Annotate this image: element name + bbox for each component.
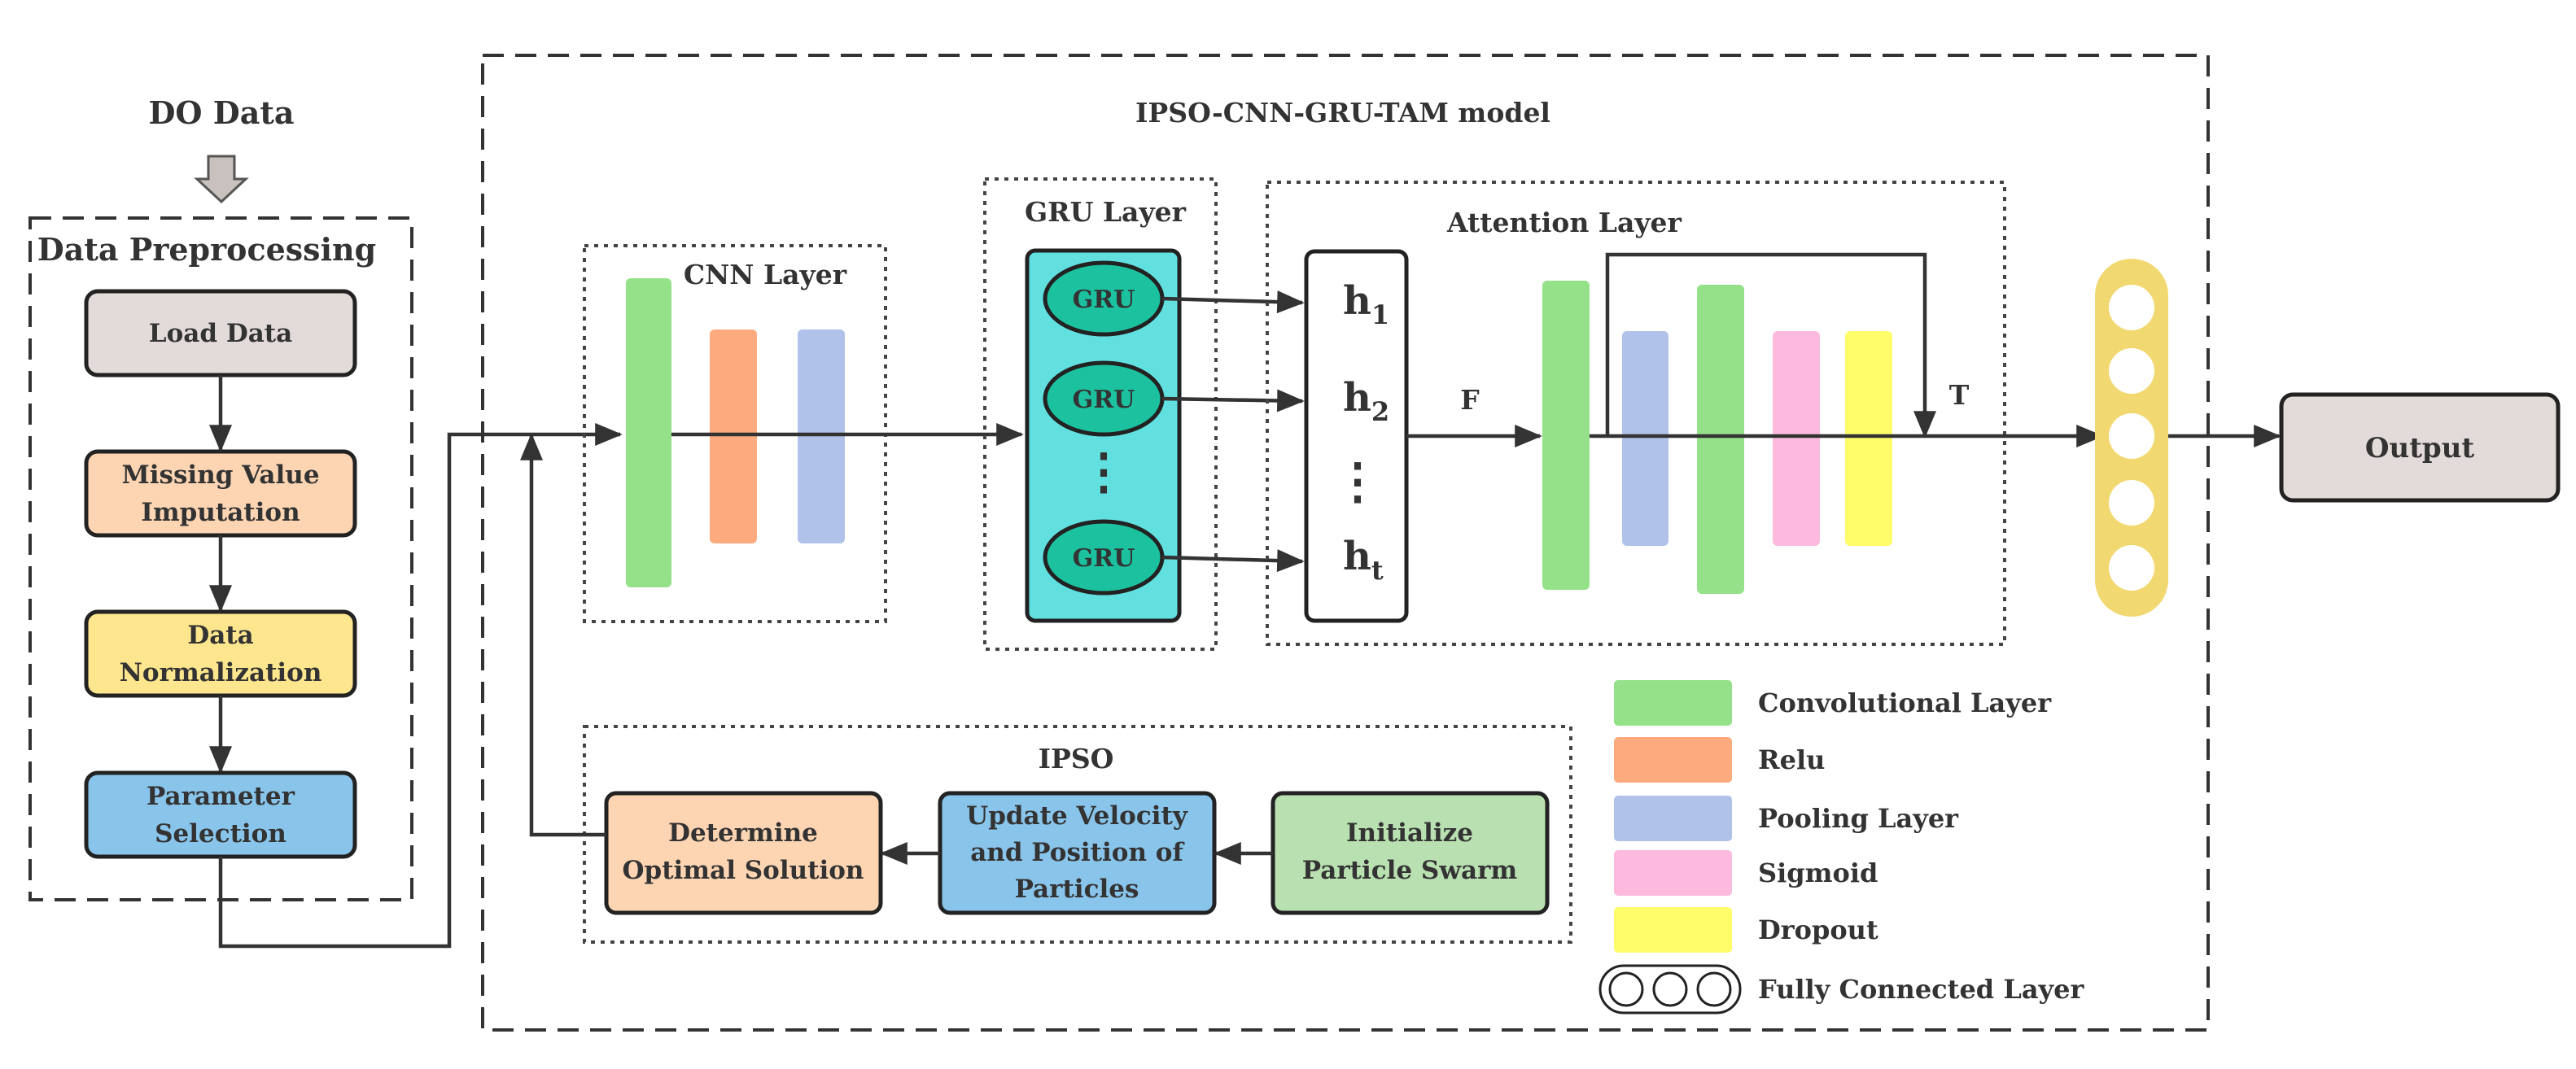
attn-pool-bar xyxy=(1622,331,1668,546)
attention-frame xyxy=(1266,181,2006,646)
preprocess-step-load: Load Data xyxy=(84,289,357,377)
legend: Convolutional Layer Relu Pooling Layer S… xyxy=(1599,680,2085,1014)
legend-item-dropout: Dropout xyxy=(1614,907,1878,953)
attention-title: Attention Layer xyxy=(1446,207,1682,238)
ipso-title: IPSO xyxy=(1039,743,1114,774)
attn-skip-connection xyxy=(1605,252,1936,439)
model-title: IPSO-CNN-GRU-TAM model xyxy=(1135,97,1550,129)
legend-item-sigmoid: Sigmoid xyxy=(1614,850,1878,896)
gru-ellipsis: ⋮ xyxy=(1079,443,1128,500)
h-symbol: h xyxy=(1343,534,1371,579)
input-label: DO Data xyxy=(148,94,294,131)
ipso-step-initialize: Initialize Particle Swarm xyxy=(1271,791,1550,915)
legend-label: Relu xyxy=(1758,744,1825,775)
cnn-title: CNN Layer xyxy=(684,259,847,290)
output-label: Output xyxy=(2365,432,2475,465)
fc-node xyxy=(2109,480,2154,526)
legend-label: Fully Connected Layer xyxy=(1758,974,2085,1005)
output-box xyxy=(2279,392,2561,503)
legend-swatch xyxy=(1614,737,1732,783)
hidden-state-h2: h2 xyxy=(1343,375,1389,427)
preprocessing-title: Data Preprocessing xyxy=(37,231,376,268)
h-subscript: t xyxy=(1371,555,1384,586)
legend-fc-node xyxy=(1696,971,1732,1007)
attn-dropout-bar xyxy=(1845,331,1892,546)
hidden-state-ellipsis: ⋮ xyxy=(1333,453,1382,510)
preprocess-label: Imputation xyxy=(141,498,300,527)
gru-to-h-arrow xyxy=(1161,549,1305,573)
attn-conv-bar-1 xyxy=(1542,281,1590,590)
preprocess-label: Load Data xyxy=(149,319,292,348)
attn-sigmoid-bar xyxy=(1773,331,1820,546)
preprocess-label: Normalization xyxy=(120,658,322,687)
preprocess-to-model-line xyxy=(218,423,623,949)
hidden-state-h1: h1 xyxy=(1343,278,1389,330)
fc-node xyxy=(2109,285,2154,330)
preprocess-step-selection: Parameter Selection xyxy=(84,770,357,859)
gru-cell-label: GRU xyxy=(1073,544,1135,573)
legend-fc-node xyxy=(1608,971,1644,1007)
attn-conv-bar-2 xyxy=(1697,285,1744,594)
gru-to-h-arrow xyxy=(1161,389,1305,412)
ipso-label: Optimal Solution xyxy=(623,856,864,885)
t-label: T xyxy=(1949,379,1970,411)
h-subscript: 1 xyxy=(1371,299,1389,330)
preprocess-label: Data xyxy=(187,621,253,650)
cnn-relu-bar xyxy=(710,329,757,543)
gru-unit: GRU xyxy=(1043,519,1165,596)
gru-to-h-arrow xyxy=(1161,290,1305,314)
preprocess-step-normalization: Data Normalization xyxy=(84,609,357,698)
gru-title: GRU Layer xyxy=(1025,196,1187,228)
preprocess-step-imputation: Missing Value Imputation xyxy=(84,449,357,538)
ipso-label: and Position of xyxy=(970,838,1184,867)
legend-item-relu: Relu xyxy=(1614,737,1825,783)
ipso-box xyxy=(604,791,883,915)
h-symbol: h xyxy=(1343,375,1371,421)
ipso-label: Particle Swarm xyxy=(1302,856,1518,885)
ipso-label: Update Velocity xyxy=(966,801,1188,831)
ipso-label: Particles xyxy=(1015,875,1139,904)
cnn-pool-bar xyxy=(798,329,845,543)
legend-swatch xyxy=(1614,796,1732,841)
preprocess-label: Selection xyxy=(155,819,286,849)
gru-unit: GRU xyxy=(1043,360,1165,437)
legend-label: Pooling Layer xyxy=(1758,803,1959,834)
input-down-arrow xyxy=(194,155,249,204)
ipso-label: Initialize xyxy=(1346,818,1473,848)
legend-label: Sigmoid xyxy=(1758,857,1878,888)
h-symbol: h xyxy=(1343,278,1371,324)
legend-label: Dropout xyxy=(1758,914,1878,945)
preprocess-label: Missing Value xyxy=(121,460,319,490)
f-label: F xyxy=(1460,384,1479,416)
cnn-conv-bar xyxy=(626,278,671,587)
ipso-step-determine: Determine Optimal Solution xyxy=(604,791,883,915)
gru-cell-label: GRU xyxy=(1073,286,1135,314)
fc-node xyxy=(2109,413,2154,459)
fc-node xyxy=(2109,348,2154,394)
legend-fc-node xyxy=(1652,971,1688,1007)
legend-swatch xyxy=(1614,680,1732,726)
legend-item-pool: Pooling Layer xyxy=(1614,796,1959,841)
legend-label: Convolutional Layer xyxy=(1758,687,2052,718)
gru-cell-label: GRU xyxy=(1073,386,1135,414)
legend-item-conv: Convolutional Layer xyxy=(1614,680,2052,726)
ipso-feedback-line xyxy=(520,433,606,837)
preprocess-label: Parameter xyxy=(147,782,295,811)
legend-item-fc: Fully Connected Layer xyxy=(1599,964,2085,1014)
legend-swatch xyxy=(1614,907,1732,953)
model-frame xyxy=(481,54,2210,1032)
fully-connected-layer xyxy=(2095,259,2168,617)
gru-unit: GRU xyxy=(1043,260,1165,337)
ipso-box xyxy=(1271,791,1550,915)
h-subscript: 2 xyxy=(1371,396,1389,427)
legend-swatch xyxy=(1614,850,1732,896)
hidden-state-ht: ht xyxy=(1343,534,1384,586)
fc-node xyxy=(2109,545,2154,591)
ipso-step-update: Update Velocity and Position of Particle… xyxy=(938,791,1217,915)
ipso-label: Determine xyxy=(668,818,818,848)
